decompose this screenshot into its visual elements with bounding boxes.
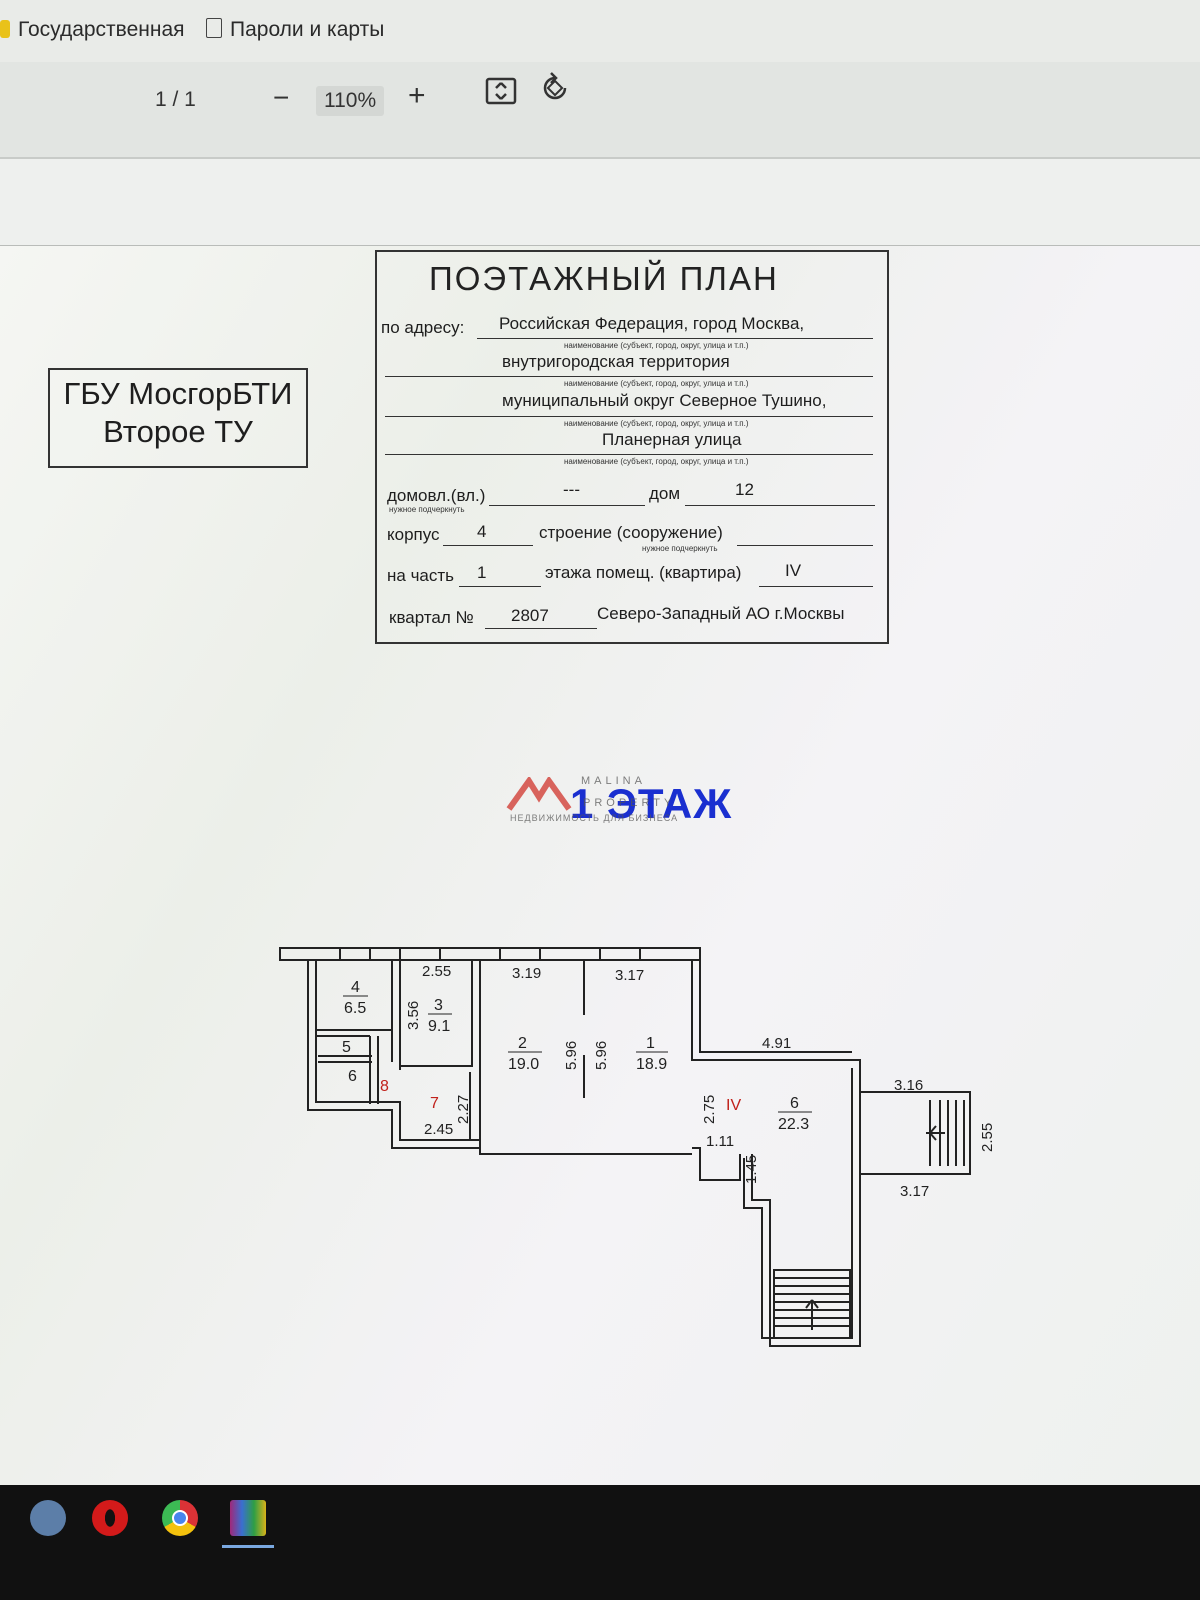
room-area: 9.1 bbox=[428, 1018, 450, 1035]
dim-label: 3.17 bbox=[615, 967, 644, 984]
korpus-value: 4 bbox=[477, 522, 487, 541]
bookmark-label: Государственная bbox=[18, 18, 185, 41]
domovl-value: --- bbox=[563, 480, 580, 499]
zoom-out-button[interactable]: − bbox=[273, 82, 290, 113]
dim-label: 5.96 bbox=[593, 1041, 610, 1070]
dim-label: 4.91 bbox=[762, 1035, 791, 1052]
org-line2: Второе ТУ bbox=[103, 414, 253, 449]
chrome-icon[interactable] bbox=[162, 1500, 198, 1536]
etazh-label: этажа помещ. (квартира) bbox=[545, 563, 742, 582]
dim-label: 2.55 bbox=[979, 1123, 996, 1152]
room-area: 18.9 bbox=[636, 1056, 667, 1073]
dim-label: 2.55 bbox=[422, 963, 451, 980]
dom-label: дом bbox=[649, 484, 681, 503]
dom-value: 12 bbox=[735, 480, 754, 499]
korpus-label: корпус bbox=[387, 525, 440, 544]
address-line-2: внутригородская территория bbox=[502, 352, 730, 371]
floor-title: 1 ЭТАЖ bbox=[570, 780, 733, 827]
room-number: 8 bbox=[380, 1078, 389, 1095]
room-number: 6 bbox=[348, 1068, 357, 1085]
dim-label: 2.75 bbox=[701, 1095, 718, 1124]
address-hint: наименование (субъект, город, округ, ули… bbox=[564, 419, 749, 428]
room-number: 2 bbox=[518, 1035, 527, 1052]
active-indicator bbox=[222, 1545, 274, 1548]
address-hint: наименование (субъект, город, округ, ули… bbox=[564, 379, 749, 388]
zoom-level[interactable]: 110% bbox=[316, 86, 385, 116]
plan-rooms: 4 6.5 3 9.1 5 6 7 8 2 19.0 1 18.9 6 22.3… bbox=[342, 979, 812, 1133]
key-icon bbox=[0, 20, 10, 38]
dim-label: 1.45 bbox=[743, 1155, 760, 1184]
underline-hint: нужное подчеркнуть bbox=[642, 544, 718, 553]
dim-label: 3.17 bbox=[900, 1183, 929, 1200]
address-hint: наименование (субъект, город, округ, ули… bbox=[564, 457, 749, 466]
watermark-logo-icon bbox=[506, 777, 572, 811]
room-number: 6 bbox=[790, 1095, 799, 1112]
kvartal-value: 2807 bbox=[511, 606, 549, 625]
org-stamp-box: ГБУ МосгорБТИ Второе ТУ bbox=[48, 368, 308, 468]
premise-label: IV bbox=[726, 1097, 741, 1114]
etazh-value: IV bbox=[785, 561, 802, 580]
room-number: 4 bbox=[351, 979, 360, 996]
stroenie-label: строение (сооружение) bbox=[539, 523, 723, 542]
address-line-4: Планерная улица bbox=[602, 430, 742, 449]
plan-header-box: ПОЭТАЖНЫЙ ПЛАН по адресу: Российская Фед… bbox=[375, 250, 889, 644]
bookmark-label: Пароли и карты bbox=[230, 18, 385, 41]
page-icon bbox=[206, 18, 222, 38]
floor-plan: 2.55 3.19 3.17 4.91 3.56 5.96 5.96 2.75 … bbox=[279, 947, 996, 1347]
room-number: 3 bbox=[434, 997, 443, 1014]
address-label: по адресу: bbox=[381, 318, 465, 337]
pdf-page bbox=[0, 245, 1200, 1486]
pdf-toolbar: 1 / 1 − 110% + bbox=[0, 62, 1200, 159]
page-indicator[interactable]: 1 / 1 bbox=[155, 88, 196, 111]
taskbar bbox=[0, 1485, 1200, 1600]
watermark-logo: MALINA PROPERTY НЕДВИЖИМОСТЬ ДЛЯ БИЗНЕСА bbox=[505, 775, 695, 835]
kvartal-label: квартал № bbox=[389, 608, 474, 627]
address-line-1: Российская Федерация, город Москва, bbox=[499, 314, 805, 333]
plan-dimensions: 2.55 3.19 3.17 4.91 3.56 5.96 5.96 2.75 … bbox=[405, 963, 996, 1200]
dim-label: 3.16 bbox=[894, 1077, 923, 1094]
app-icon[interactable] bbox=[30, 1500, 66, 1536]
room-number: 7 bbox=[430, 1095, 439, 1112]
room-number: 1 bbox=[646, 1035, 655, 1052]
watermark-line1: MALINA bbox=[581, 775, 646, 787]
chast-label: на часть bbox=[387, 566, 455, 585]
address-hint: наименование (субъект, город, округ, ули… bbox=[564, 341, 749, 350]
room-area: 22.3 bbox=[778, 1116, 809, 1133]
kvartal-suffix: Северо-Западный АО г.Москвы bbox=[597, 604, 845, 623]
dim-label: 3.19 bbox=[512, 965, 541, 982]
domovl-label: домовл.(вл.) bbox=[387, 486, 486, 505]
dim-label: 5.96 bbox=[563, 1041, 580, 1070]
chast-value: 1 bbox=[477, 563, 487, 582]
dim-label: 2.45 bbox=[424, 1121, 453, 1138]
bookmark-gosudarstvennaya[interactable]: Государственная bbox=[0, 18, 185, 42]
bookmarks-bar: Государственная Пароли и карты bbox=[0, 0, 1200, 62]
dim-label: 3.56 bbox=[405, 1001, 422, 1030]
room-area: 6.5 bbox=[344, 1000, 366, 1017]
winrar-icon[interactable] bbox=[230, 1500, 266, 1536]
address-line-3: муниципальный округ Северное Тушино, bbox=[502, 391, 827, 410]
org-line1: ГБУ МосгорБТИ bbox=[63, 376, 293, 411]
rotate-icon[interactable] bbox=[537, 70, 573, 112]
plan-walls bbox=[279, 947, 971, 1347]
room-area: 19.0 bbox=[508, 1056, 539, 1073]
bookmark-paroli[interactable]: Пароли и карты bbox=[206, 18, 384, 42]
opera-icon[interactable] bbox=[92, 1500, 128, 1536]
underline-hint: нужное подчеркнуть bbox=[389, 505, 465, 514]
zoom-in-button[interactable]: + bbox=[408, 79, 426, 112]
watermark-line3: НЕДВИЖИМОСТЬ ДЛЯ БИЗНЕСА bbox=[510, 813, 679, 823]
watermark-line2: PROPERTY bbox=[583, 797, 676, 809]
room-number: 5 bbox=[342, 1039, 351, 1056]
fit-page-icon[interactable] bbox=[484, 74, 518, 114]
plan-title: ПОЭТАЖНЫЙ ПЛАН bbox=[429, 260, 779, 297]
dim-label: 2.27 bbox=[455, 1095, 472, 1124]
dim-label: 1.11 bbox=[706, 1133, 734, 1150]
